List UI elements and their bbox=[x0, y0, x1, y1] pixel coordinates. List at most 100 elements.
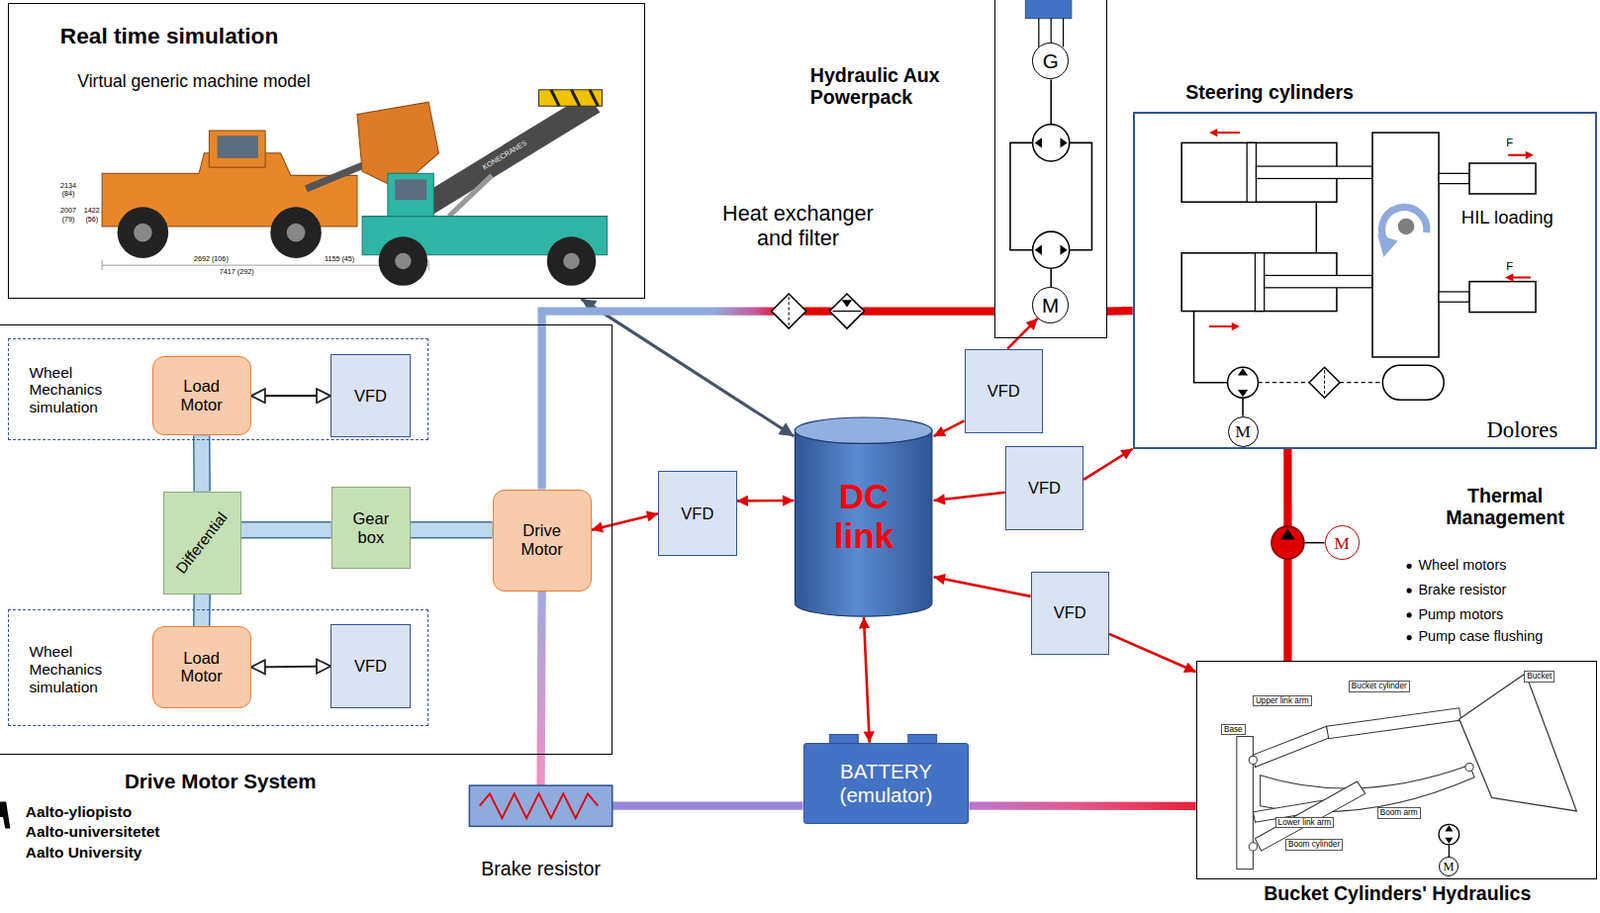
node-label: Load Motor bbox=[171, 649, 233, 687]
part-callout: Boom arm bbox=[1377, 807, 1421, 819]
bucket-illustration bbox=[1459, 673, 1578, 812]
thermal-pump bbox=[1407, 612, 1412, 618]
thermal-pump bbox=[1304, 542, 1325, 545]
text-slot: Brake resistor bbox=[454, 857, 628, 881]
steering-hydraulics bbox=[1382, 365, 1444, 400]
steering-hydraulics bbox=[1505, 273, 1513, 282]
shaft-casing bbox=[192, 435, 211, 491]
text-slot: KONECRANES bbox=[479, 151, 530, 160]
text-slot: F bbox=[1505, 136, 1513, 150]
power-arrow bbox=[1083, 449, 1133, 480]
annotation-text: Thermal Management bbox=[1428, 484, 1583, 530]
cylinder-top bbox=[795, 417, 933, 444]
bucket-illustration bbox=[1248, 755, 1257, 764]
shaft-casing bbox=[410, 521, 493, 540]
node-label: VFD bbox=[1028, 478, 1061, 498]
dc-link-cylinder: DC link bbox=[793, 416, 934, 618]
text-slot: Steering cylinders bbox=[1185, 81, 1354, 104]
data-arrow bbox=[580, 298, 794, 437]
loader-illustration bbox=[270, 206, 322, 259]
node-label: Upper link arm bbox=[1255, 696, 1310, 706]
node-label: VFD bbox=[354, 657, 387, 676]
node-label: Base bbox=[1223, 725, 1243, 735]
powerpack-hydraulics bbox=[1010, 0, 1093, 288]
thermal-pump bbox=[1407, 635, 1412, 641]
text-slot: HIL loading bbox=[1461, 206, 1554, 228]
reach-stacker-illustration bbox=[413, 94, 601, 219]
motor-circle: M bbox=[1438, 856, 1460, 878]
heat-exchanger-symbol bbox=[833, 310, 862, 312]
node-label: M bbox=[1442, 859, 1454, 874]
text-slot: Real time simulation bbox=[60, 22, 279, 49]
node-label: M bbox=[1333, 533, 1350, 554]
text-slot: F bbox=[1505, 260, 1513, 274]
node-label: VFD bbox=[1053, 603, 1087, 623]
node-heading: Virtual generic machine model bbox=[77, 71, 310, 92]
node-label: DC link bbox=[818, 476, 911, 558]
steering-hydraulics bbox=[1246, 142, 1256, 202]
annotation-text: 7417 (292) bbox=[219, 268, 255, 277]
bucket-panel: Upper link armBucket cylinderBucketBaseB… bbox=[1196, 660, 1598, 880]
text-slot: Wheel Mechanics simulation bbox=[28, 643, 126, 696]
reach-stacker-illustration bbox=[362, 90, 608, 286]
steering-hydraulics bbox=[1181, 128, 1536, 417]
annotation-text: Pump case flushing bbox=[1417, 628, 1543, 646]
vfd-box: VFD bbox=[1005, 446, 1084, 532]
powerpack-hydraulics bbox=[1025, 0, 1071, 19]
loader-illustration bbox=[286, 223, 306, 243]
thermal-pump bbox=[1407, 588, 1412, 594]
steering-hydraulics bbox=[1231, 322, 1240, 331]
node-heading: Hydraulic Aux Powerpack bbox=[810, 64, 984, 109]
bucket-illustration bbox=[1438, 824, 1460, 846]
annotation-text: KONECRANES bbox=[480, 138, 529, 172]
loader-illustration bbox=[208, 130, 266, 168]
text-slot: Dolores bbox=[1486, 417, 1558, 444]
reach-stacker-illustration bbox=[449, 175, 492, 216]
text-slot: Aalto-yliopisto bbox=[25, 803, 132, 822]
steering-hydraulics bbox=[1209, 325, 1233, 328]
text-slot: VFD bbox=[1053, 603, 1087, 623]
vfd-box: VFD bbox=[964, 349, 1043, 435]
text-slot: BATTERY (emulator) bbox=[804, 759, 969, 807]
text-slot: Lower link arm bbox=[1278, 818, 1332, 828]
text-slot: Base bbox=[1223, 725, 1243, 735]
heat-exchanger-symbol bbox=[788, 296, 790, 326]
text-slot: VFD bbox=[680, 504, 714, 524]
node-heading: Steering cylinders bbox=[1185, 81, 1354, 104]
annotation-text: 2692 (106) bbox=[193, 255, 229, 264]
connector-group bbox=[251, 395, 331, 397]
text-slot: Boom cylinder bbox=[1288, 840, 1340, 849]
part-callout: Boom cylinder bbox=[1285, 839, 1343, 850]
connector-group bbox=[251, 665, 331, 667]
coolant-pipe bbox=[1107, 306, 1133, 316]
steering-hydraulics bbox=[1216, 131, 1240, 134]
powerpack-hydraulics bbox=[1062, 18, 1064, 48]
reach-stacker-illustration bbox=[551, 90, 560, 107]
steering-hydraulics bbox=[1377, 234, 1399, 258]
system-panel: Load MotorVFDWheel Mechanics simulationL… bbox=[0, 324, 613, 755]
connector-group bbox=[541, 591, 543, 786]
power-arrow bbox=[863, 617, 870, 744]
text-slot: Virtual generic machine model bbox=[77, 71, 310, 92]
gearbox-box: Gear box bbox=[331, 486, 411, 569]
bucket-illustration bbox=[1252, 726, 1329, 767]
coupling-arrow bbox=[251, 394, 331, 397]
resistor-symbol bbox=[479, 793, 599, 819]
coupling-arrow bbox=[251, 665, 331, 667]
steering-hydraulics bbox=[1264, 275, 1373, 287]
text-slot: Boom arm bbox=[1380, 808, 1418, 818]
node-label: Differential bbox=[173, 508, 232, 577]
power-arrow bbox=[934, 420, 965, 437]
node-label: Drive Motor bbox=[511, 521, 573, 560]
shaft bbox=[241, 523, 332, 538]
powerpack-hydraulics bbox=[1049, 268, 1052, 288]
text-slot: M bbox=[1442, 859, 1454, 874]
text-slot: Brake resistor bbox=[1417, 581, 1506, 599]
power-arrow bbox=[1109, 634, 1197, 672]
logo-mark bbox=[0, 802, 10, 830]
power-arrow bbox=[934, 576, 1032, 597]
steering-hydraulics bbox=[1372, 132, 1439, 358]
part-callout: Bucket bbox=[1523, 670, 1555, 682]
text-slot: DC link bbox=[818, 476, 911, 558]
